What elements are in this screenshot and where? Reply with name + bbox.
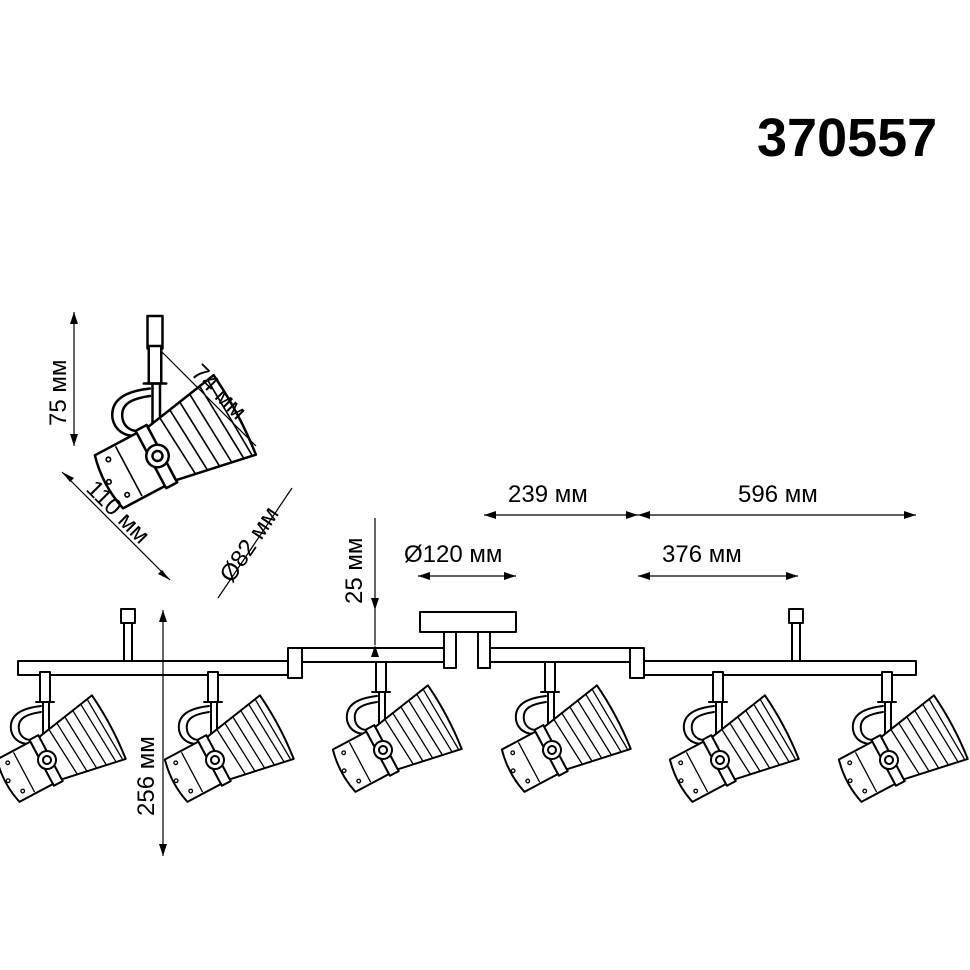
dimension-lens-diameter: Ø82 мм <box>215 487 293 599</box>
dimension-bracket-offset: 25 мм <box>341 518 379 657</box>
spot-4 <box>494 662 633 804</box>
spot-3 <box>325 662 464 804</box>
dimension-side-section: 596 мм <box>638 481 916 519</box>
label-canopy-diameter: Ø120 мм <box>404 541 502 568</box>
fixture-main-view <box>0 608 970 814</box>
spot-2 <box>157 672 296 814</box>
label-lens-diameter: Ø82 мм <box>215 502 285 588</box>
spot-1 <box>0 672 127 814</box>
label-total-height: 256 мм <box>133 736 160 816</box>
label-outer-section: 376 мм <box>662 541 742 568</box>
label-side-section: 596 мм <box>738 481 818 508</box>
dimension-center-section: 239 мм <box>484 481 638 519</box>
spot-6 <box>831 672 970 814</box>
dimension-head-height: 75 мм <box>45 312 78 446</box>
spot-detail-view <box>85 314 259 523</box>
label-head-height: 75 мм <box>45 360 72 426</box>
model-number: 370557 <box>757 108 937 168</box>
dimension-outer-section: 376 мм <box>638 541 798 580</box>
spot-5 <box>662 672 801 814</box>
dimension-canopy-diameter: Ø120 мм <box>404 541 516 580</box>
label-bracket-offset: 25 мм <box>341 538 368 604</box>
dimension-total-height: 256 мм <box>133 610 167 856</box>
label-center-section: 239 мм <box>508 481 588 508</box>
